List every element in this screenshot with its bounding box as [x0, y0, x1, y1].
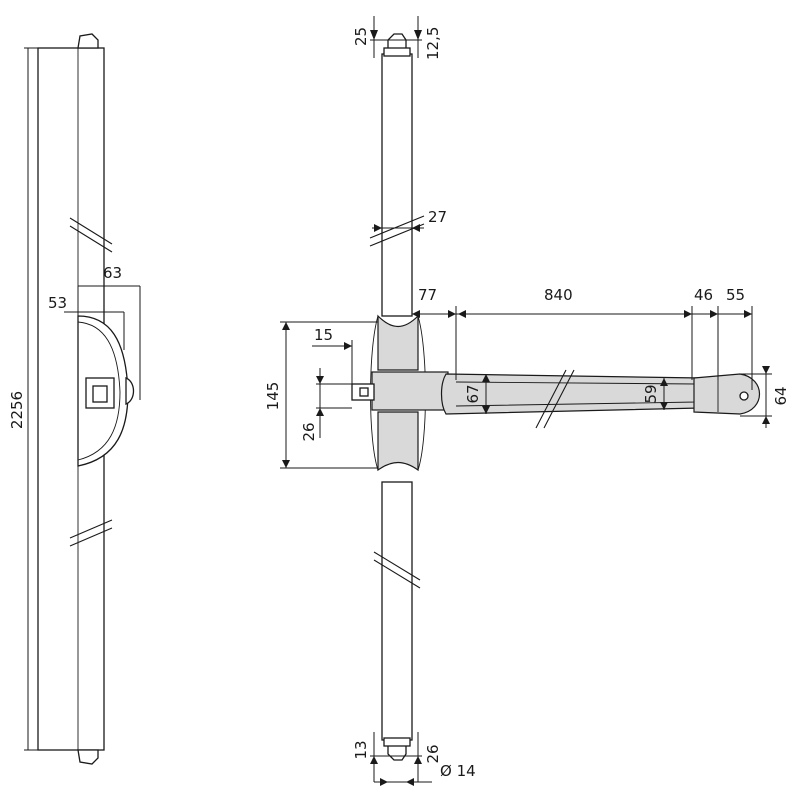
- dim-26-arrow-top: [316, 376, 324, 384]
- end-cap-screw: [739, 391, 749, 401]
- dim-d14-arrow-left: [380, 778, 388, 786]
- dim-26-arrow-bottom: [316, 408, 324, 416]
- hub-height: 145: [264, 382, 282, 411]
- dim-125-arrow: [414, 30, 422, 40]
- side-view-bottom-cap: [77, 749, 99, 765]
- bar-height: 67: [464, 384, 482, 403]
- dim-77-arrow-left: [412, 310, 420, 318]
- side-view-break-top: [69, 217, 113, 253]
- bottom-pin-base: [383, 737, 411, 747]
- dim-15-arrow: [344, 342, 352, 350]
- dim-46-arrow-right: [710, 310, 718, 318]
- bar-inner-height: 59: [642, 384, 660, 403]
- latch-offset: 15: [314, 326, 333, 344]
- side-view: 2256 63 53: [8, 33, 141, 765]
- hub-to-bar: 77: [418, 286, 437, 304]
- top-pin-offset: 12,5: [424, 27, 442, 60]
- dim-55-arrow-right: [744, 310, 752, 318]
- pin-diameter: Ø 14: [440, 762, 476, 780]
- lower-rod: [381, 481, 413, 741]
- bottom-pin-right: 26: [424, 744, 442, 763]
- end-cap: [693, 373, 761, 415]
- dim-840-arrow-left: [458, 310, 466, 318]
- end-height: 64: [772, 386, 790, 405]
- end-cap-length: 46: [694, 286, 713, 304]
- dim-77-arrow-right: [448, 310, 456, 318]
- rod-width: 27: [428, 208, 447, 226]
- upper-rod: [381, 53, 413, 317]
- dim-840-arrow-right: [684, 310, 692, 318]
- dim-59-arrow-bottom: [660, 402, 668, 410]
- central-hub-lower: [377, 411, 419, 472]
- side-view-bar-depth: 53: [48, 294, 67, 312]
- dim-27-arrow-left: [374, 224, 382, 232]
- bar-length: 840: [544, 286, 573, 304]
- side-view-top-cap: [77, 33, 99, 49]
- side-view-housing-depth: 63: [103, 264, 122, 282]
- top-pin-width: 25: [352, 27, 370, 46]
- dim-26b-arrow: [414, 756, 422, 764]
- side-view-button: [125, 377, 135, 405]
- side-view-break-bottom: [69, 519, 113, 547]
- latch-housing: [371, 371, 449, 411]
- side-view-housing-inner: [77, 321, 121, 461]
- front-view: 25 12,5 27 77 840 46 55 14: [264, 16, 790, 786]
- dim-145-arrow-top: [282, 322, 290, 330]
- bottom-pin-left: 13: [352, 740, 370, 759]
- dim-64-arrow-bottom: [762, 416, 770, 424]
- dim-d14-arrow-right: [406, 778, 414, 786]
- dim-13-arrow: [370, 756, 378, 764]
- central-hub: [377, 314, 419, 371]
- push-bar-break: [535, 369, 575, 429]
- side-view-total-height: 2256: [8, 391, 26, 429]
- dim-145-arrow-bottom: [282, 460, 290, 468]
- latch-bolt: [359, 387, 369, 397]
- lower-rod-break: [373, 551, 421, 589]
- dim-25-arrow: [370, 30, 378, 40]
- dim-67-arrow-top: [482, 374, 490, 382]
- dim-64-arrow-top: [762, 366, 770, 374]
- end-offset: 55: [726, 286, 745, 304]
- side-view-latch-slot: [92, 385, 108, 403]
- top-pin-base: [383, 47, 411, 57]
- dim-67-arrow-bottom: [482, 406, 490, 414]
- dim-27-arrow-right: [412, 224, 420, 232]
- dim-59-arrow-top: [660, 378, 668, 386]
- latch-height: 26: [300, 422, 318, 441]
- push-bar: [440, 373, 701, 415]
